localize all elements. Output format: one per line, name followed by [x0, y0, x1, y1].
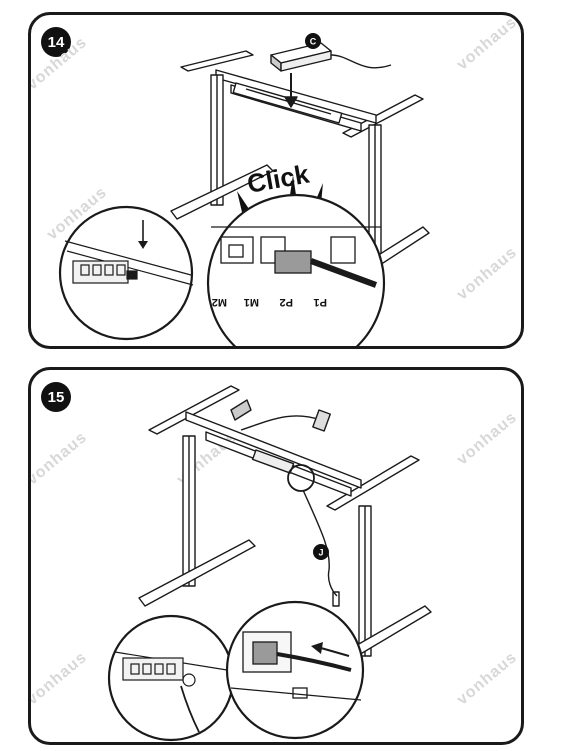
step-15-illustration: J: [107, 385, 432, 742]
callout-letter: J: [318, 548, 323, 558]
port-label-p1: P1: [314, 296, 327, 308]
control-box: [230, 399, 331, 474]
control-box: [270, 42, 392, 72]
port-label-m2: M2: [212, 296, 227, 308]
zoom-circle-left: [107, 614, 235, 742]
insert-arrow-icon: [311, 642, 350, 657]
step-14-panel: 14 vonhaus vonhaus vonhaus vonhaus: [28, 12, 524, 349]
step-15-panel: 15 vonhaus vonhaus vonhaus vonhaus vonha…: [28, 367, 524, 745]
power-cable: [302, 489, 338, 597]
step-14-illustration: C Click: [58, 33, 430, 346]
step-number-badge: 15: [41, 382, 71, 412]
zoom-circle-right: M2 M1 P2 P1: [206, 193, 386, 346]
callout-c-marker: [305, 33, 321, 49]
down-arrow-icon: [284, 73, 298, 108]
click-label: Click: [245, 158, 312, 198]
left-leg: [170, 74, 274, 220]
port-label-m1: M1: [244, 296, 259, 308]
port-label-p2: P2: [280, 296, 293, 308]
callout-letter: C: [310, 37, 317, 47]
step-number-badge: 14: [41, 27, 71, 57]
left-leg: [138, 435, 256, 607]
zoom-circle-left: [58, 205, 194, 341]
callout-j-marker: [313, 544, 329, 560]
zoom-circle-right: [225, 600, 365, 740]
